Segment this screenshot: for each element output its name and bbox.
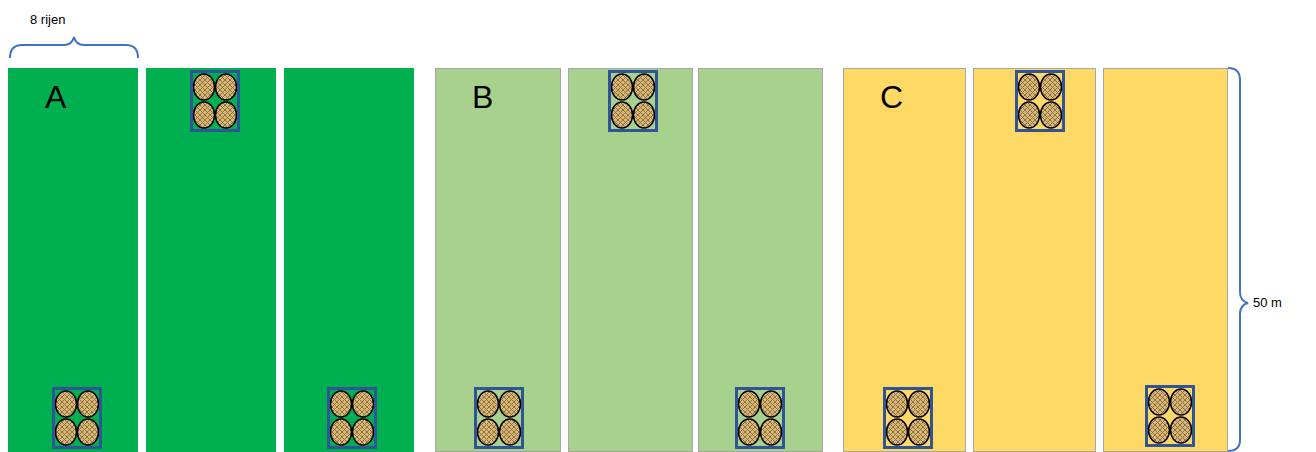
bale-group: [1017, 72, 1064, 131]
bale-group: [192, 72, 239, 131]
field-strip: [844, 69, 966, 452]
field-strip: [8, 68, 138, 452]
field-strip: [284, 68, 414, 452]
bale-group: [329, 389, 376, 448]
field-strip: B: [435, 68, 561, 452]
bale-group: [476, 389, 523, 448]
dimension-label: 50 m: [1253, 295, 1282, 311]
strip-letter: C: [880, 80, 903, 115]
bale-group: [885, 389, 932, 448]
bale-group: [1147, 387, 1194, 446]
bale-group: [737, 389, 784, 448]
strip-letter: B: [472, 80, 493, 115]
field-strip: [569, 69, 693, 452]
field-strip: [974, 69, 1096, 452]
dimension-label: 8 rijen: [30, 12, 65, 28]
field-strip: [436, 69, 561, 452]
strip-letter: A: [45, 80, 66, 115]
bale-group: [610, 72, 657, 131]
bale-group: [54, 389, 101, 448]
field-strip: C: [843, 68, 966, 452]
length-bracket: [1228, 68, 1248, 451]
field-strip: [146, 68, 276, 452]
width-bracket: [10, 37, 138, 58]
field-strip: [1104, 69, 1228, 452]
field-strip: [699, 69, 823, 452]
field-strip: A: [8, 68, 138, 452]
